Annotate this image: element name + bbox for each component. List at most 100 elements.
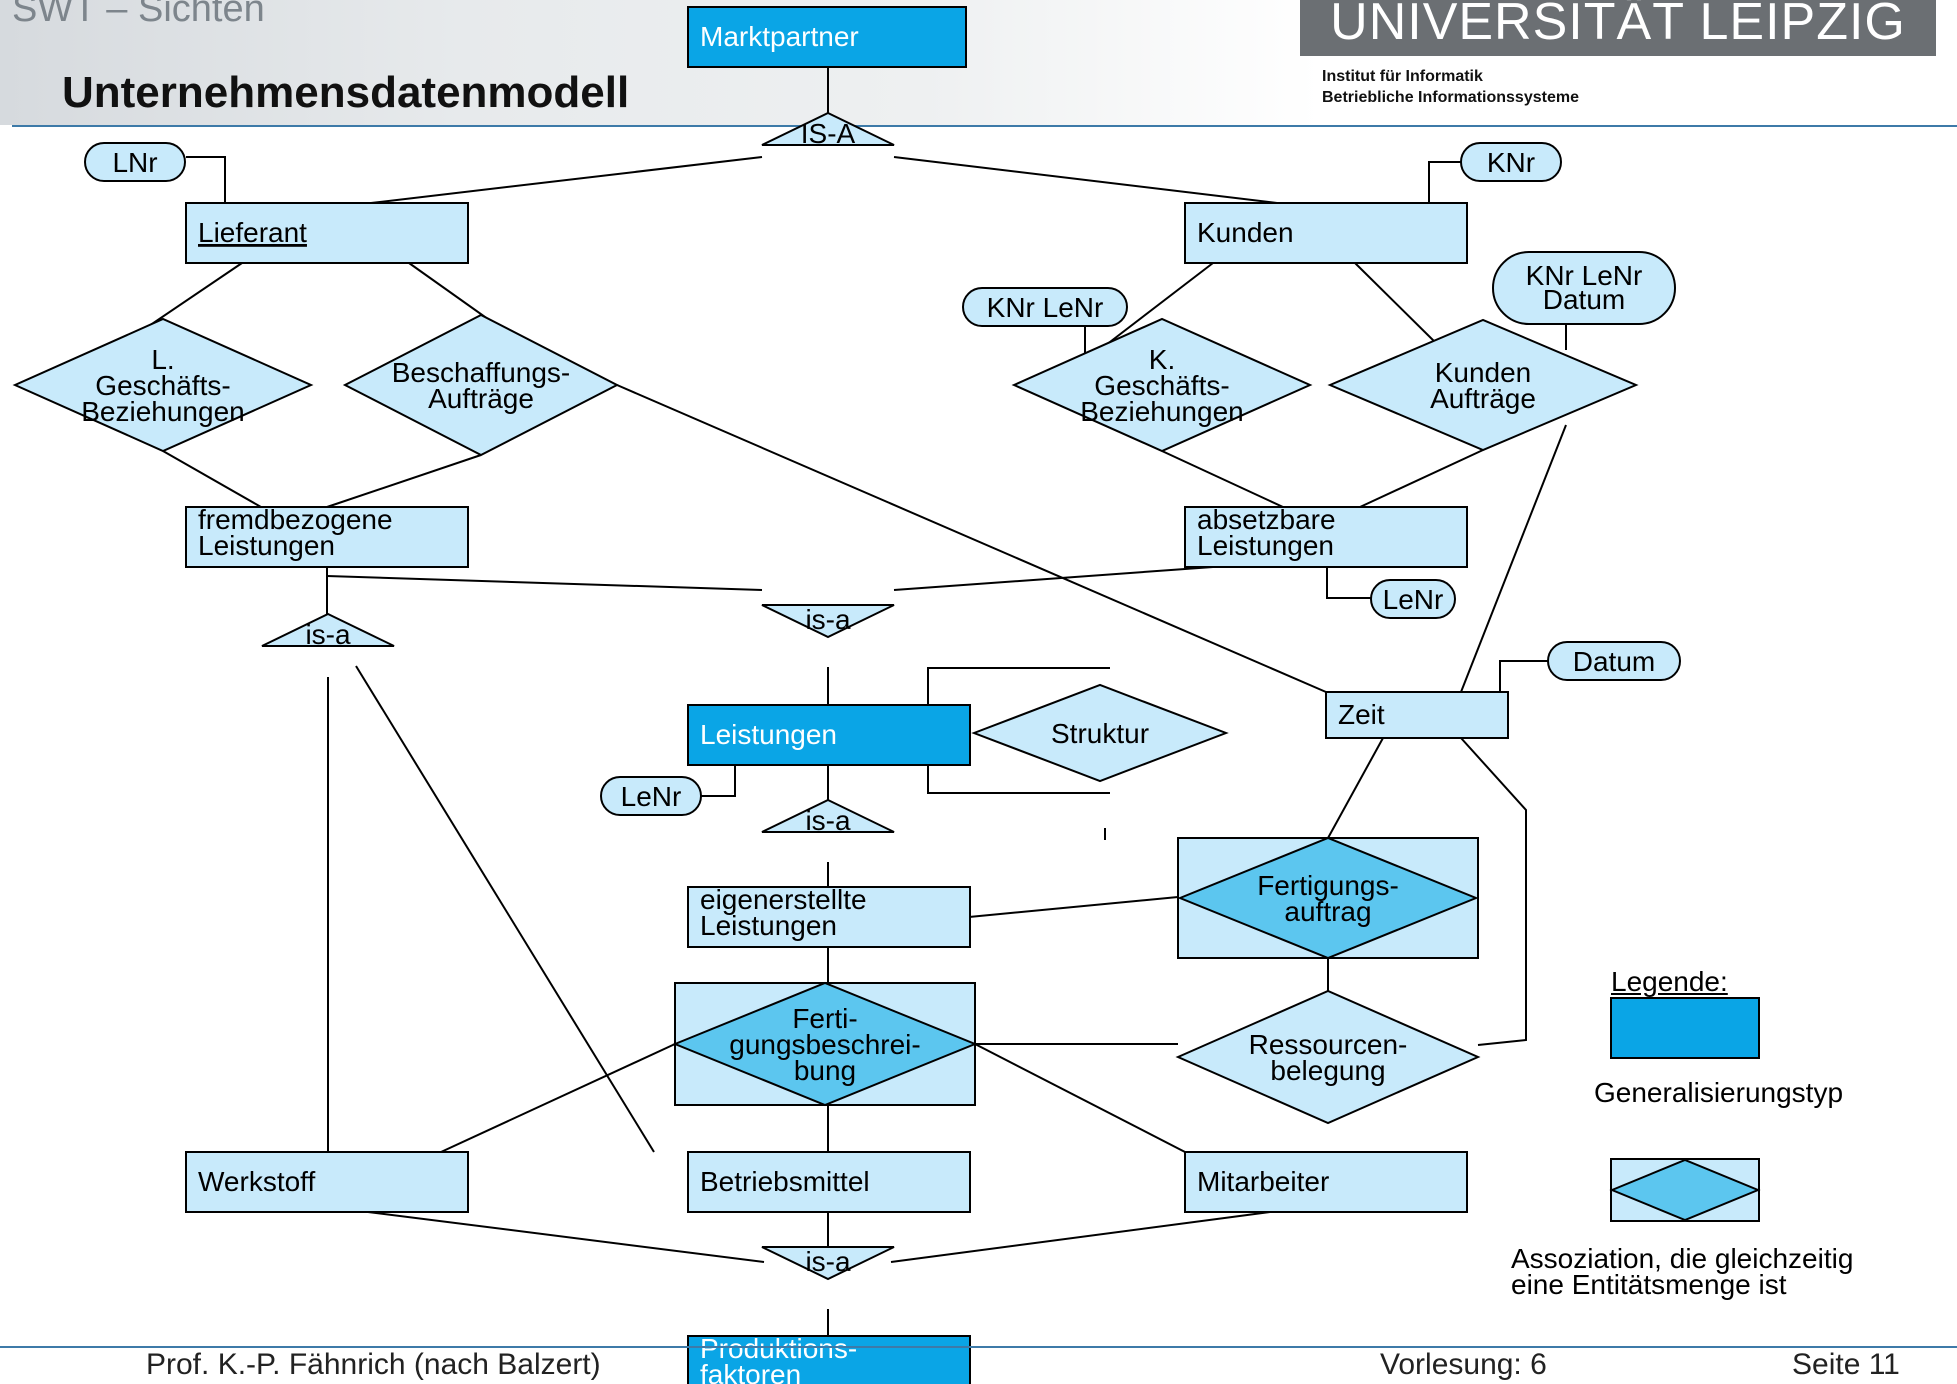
entity-label-line-2: Leistungen [1197,530,1334,561]
associative-entity-fertigungsbeschreibung[interactable]: Ferti-gungsbeschrei-bung [672,981,978,1107]
isa-label: IS-A [801,118,856,149]
entity-label-line-1: fremdbezogene [198,504,393,535]
entity-box [687,6,967,68]
entity-box [687,1335,971,1384]
entity-marktpartner[interactable]: Marktpartner [687,6,967,68]
entity-label: Leistungen [700,719,837,750]
connector-line-37 [355,665,655,1153]
entity-label: Lieferant [198,217,307,248]
attribute-oval [962,287,1128,327]
attribute-oval [1547,641,1681,681]
relationship-label-line-2: Geschäfts- [95,370,230,401]
attribute-attr-lnr[interactable]: LNr [84,142,186,182]
relationship-label-line-3: Beziehungen [81,396,244,427]
connector-line-4 [186,156,226,203]
relationship-diamond [1175,989,1481,1125]
isa-triangle-isa-mid[interactable]: is-a [761,604,895,639]
isa-triangle-isa-leist[interactable]: is-a [761,798,895,836]
legend-association-diamond [1609,1158,1761,1222]
legend-association-label: Assoziation, die gleichzeitig eine Entit… [1511,1245,1853,1300]
entity-zeit[interactable]: Zeit [1325,691,1509,739]
attribute-oval [1492,251,1676,325]
relationship-struktur[interactable]: Struktur [971,683,1229,783]
entity-werkstoff[interactable]: Werkstoff [185,1151,469,1213]
isa-shape [261,612,395,647]
connector-line-16 [616,384,1327,693]
entity-box [1325,691,1509,739]
associative-entity-label-line-2: auftrag [1284,896,1371,927]
entity-label-line-2: faktoren [700,1359,801,1384]
attribute-label: KNr [1487,147,1535,178]
connector-line-26 [927,765,1110,794]
connector-line-42 [367,1211,765,1263]
connector-line-15 [1359,449,1484,508]
entity-box [185,1151,469,1213]
attribute-attr-lenr-leist[interactable]: LeNr [600,776,702,816]
entity-betriebsmittel[interactable]: Betriebsmittel [687,1151,971,1213]
attribute-attr-datum[interactable]: Datum [1547,641,1681,681]
connector-line-22 [893,566,1214,591]
associative-entity-fertigungsauftrag[interactable]: Fertigungs-auftrag [1177,836,1479,960]
entity-leistungen[interactable]: Leistungen [687,704,971,766]
entity-label: Zeit [1338,699,1385,730]
entity-mitarbeiter[interactable]: Mitarbeiter [1184,1151,1468,1213]
university-logo: UNIVERSITÄT LEIPZIG [1300,0,1936,56]
isa-triangle-isa-bottom[interactable]: is-a [761,1246,895,1281]
isa-shape [761,1246,895,1281]
entity-box [1184,506,1468,568]
institute-name: Institut für Informatik [1322,68,1483,85]
entity-lieferant[interactable]: Lieferant [185,202,469,264]
connector-line-43 [890,1211,1271,1263]
connector-line-17 [1460,424,1567,693]
connector-line-21 [326,575,763,591]
relationship-ressourcen[interactable]: Ressourcen-belegung [1175,989,1481,1125]
relationship-label-line-1: K. [1149,344,1175,375]
relationship-diamond [12,317,314,453]
relationship-label-line-3: Beziehungen [1080,396,1243,427]
connector-line-38 [440,1043,676,1153]
entity-label-line-2: Leistungen [198,530,335,561]
relationship-label-line-1: Kunden [1435,357,1532,388]
footer-lecture: Vorlesung: 6 [1380,1348,1547,1381]
legend-association-line2: eine Entitätsmenge ist [1511,1269,1787,1300]
isa-triangle-isa-top[interactable]: IS-A [761,111,895,149]
connector-line-2 [370,156,763,204]
connector-line-39 [974,1043,1186,1153]
entity-box [687,1151,971,1213]
connector-line-10 [1105,262,1214,346]
connector-line-5 [1428,161,1461,203]
relationship-label-line-2: Aufträge [1430,383,1536,414]
isa-shape [761,604,895,639]
entity-box [1184,202,1468,264]
attribute-label: Datum [1573,646,1655,677]
attribute-oval [1370,579,1456,619]
isa-triangle-isa-left[interactable]: is-a [261,612,395,650]
attribute-attr-knr[interactable]: KNr [1460,142,1562,182]
relationship-beschaffung[interactable]: Beschaffungs-Aufträge [342,313,620,457]
entity-label: Werkstoff [198,1166,315,1197]
header-divider [12,125,1957,127]
entity-box [687,886,971,948]
attribute-attr-knr-lenr[interactable]: KNr LeNr [962,287,1128,327]
associative-entity-diamond [672,981,978,1107]
attribute-attr-lenr-abs[interactable]: LeNr [1370,579,1456,619]
attribute-label: LNr [112,147,157,178]
connector-line-31 [1327,737,1384,839]
relationship-label-line-1: Beschaffungs- [392,357,571,388]
relationship-l-geschaeft[interactable]: L.Geschäfts-Beziehungen [12,317,314,453]
relationship-diamond [971,683,1229,783]
entity-kunden[interactable]: Kunden [1184,202,1468,264]
entity-label-line-1: absetzbare [1197,504,1336,535]
associative-entity-label-line-1: Ferti- [792,1003,857,1034]
relationship-k-geschaeft[interactable]: K.Geschäfts-Beziehungen [1011,317,1313,453]
entity-label-line-1: Produktions- [700,1333,857,1364]
entity-produktionsfaktoren[interactable]: Produktions-faktoren [687,1333,971,1384]
relationship-label-line-2: Aufträge [428,383,534,414]
connector-line-9 [326,454,482,508]
header-background [0,0,1320,125]
